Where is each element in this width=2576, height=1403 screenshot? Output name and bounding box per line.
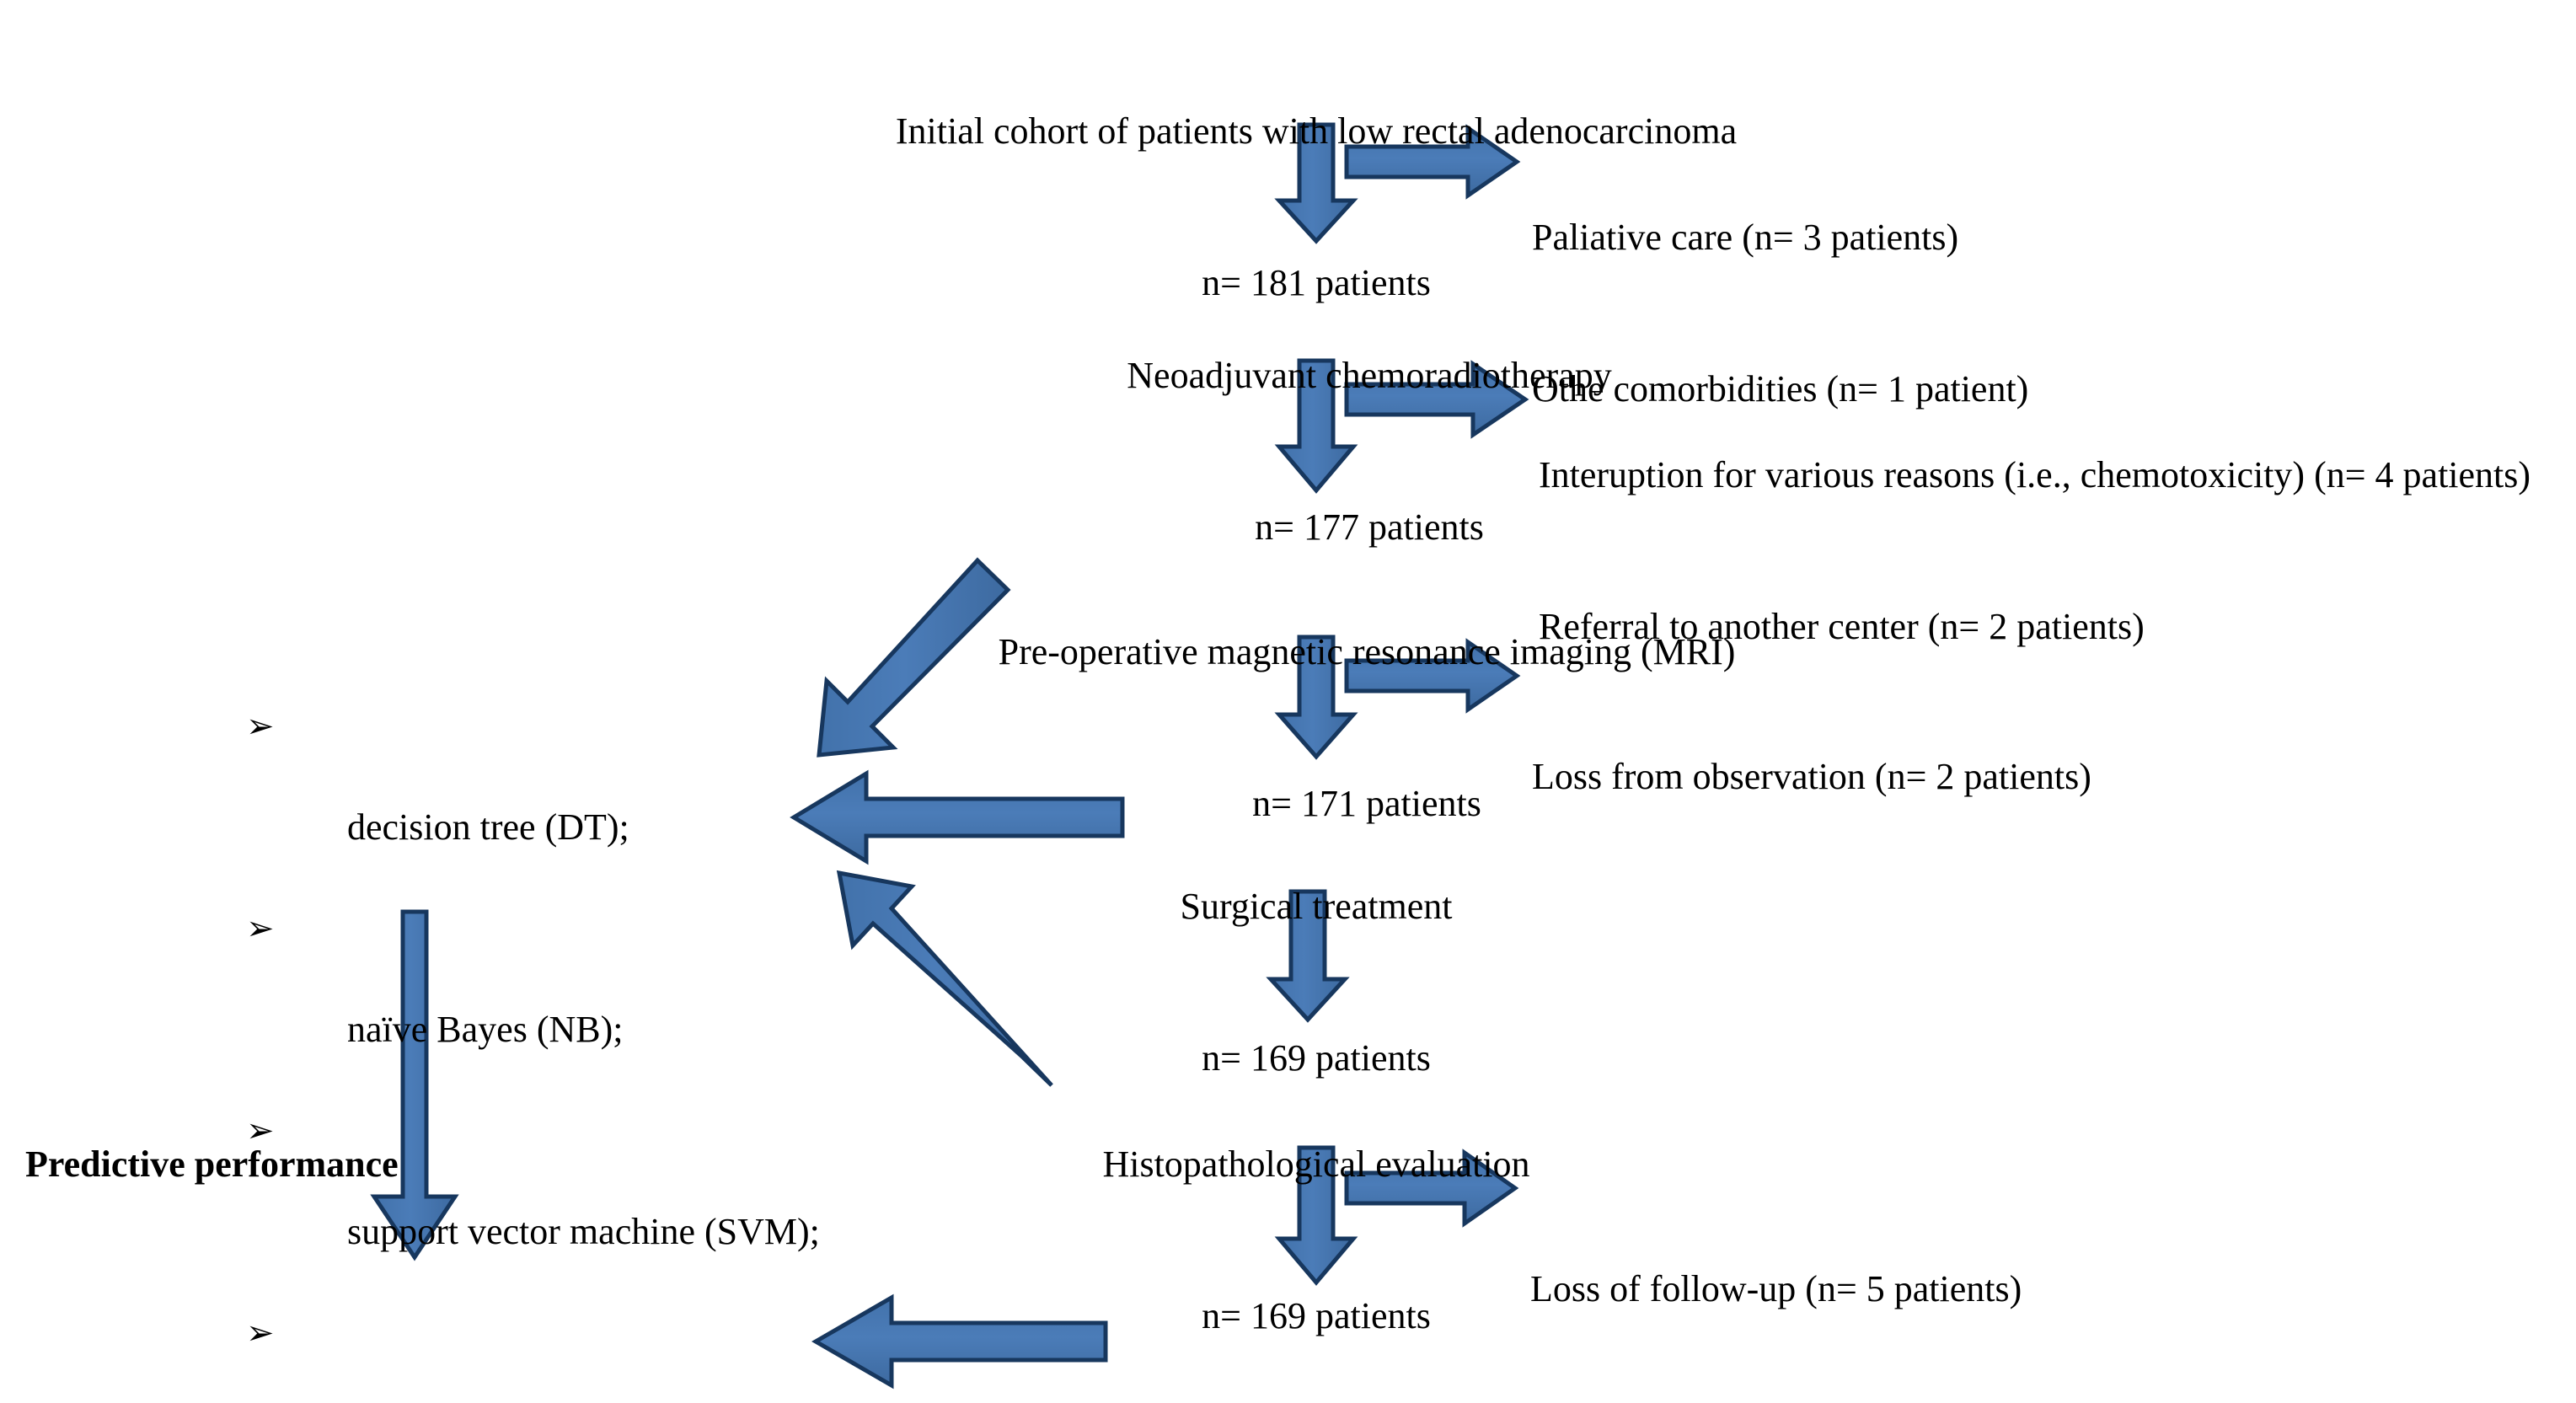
list-item: ➢ naïve Bayes (NB); — [246, 903, 820, 1106]
ml-model-label: support vector machine (SVM); — [347, 1211, 820, 1252]
node-surgical-treatment-line1: Surgical treatment — [1180, 886, 1453, 927]
exclusion-after-neoadjuvant-line2: Referral to another center (n= 2 patient… — [1539, 606, 2145, 647]
list-item: ➢ decision tree (DT); — [246, 701, 820, 903]
exclusion-after-histopathological: Loss of follow-up (n= 5 patients) — [1530, 1163, 2022, 1403]
node-followup-line1: Follow-up — [1202, 1392, 1431, 1403]
arrowhead-bullet-icon: ➢ — [246, 1314, 275, 1352]
exclusion-after-mri-line1: Loss from observation (n= 2 patients) — [1532, 756, 2091, 797]
node-neoadjuvant-count: n= 177 patients — [1255, 506, 1484, 548]
arrow-diagonal-mri-to-models — [817, 557, 1011, 758]
node-initial-cohort-count: n= 181 patients — [1202, 262, 1431, 303]
node-mri-line1: Pre-operative magnetic resonance imaging… — [998, 631, 1736, 672]
node-surgical-treatment: Surgical treatment n= 169 patients — [1181, 780, 1453, 1185]
exclusion-after-mri: Loss from observation (n= 2 patients) — [1532, 651, 2091, 903]
ml-model-list: ➢ decision tree (DT); ➢ naïve Bayes (NB)… — [246, 701, 820, 1403]
exclusion-after-initial-line2: Othe comorbidities (n= 1 patient) — [1532, 368, 2029, 410]
ml-model-label: decision tree (DT); — [347, 806, 629, 848]
arrowhead-bullet-icon: ➢ — [246, 707, 275, 745]
node-followup: Follow-up n= 164 patients — [1202, 1291, 1431, 1403]
predictive-performance-label: Predictive performance — [25, 1143, 399, 1185]
node-mri-count: n= 171 patients — [1252, 783, 1481, 824]
node-surgical-treatment-count: n= 169 patients — [1202, 1037, 1431, 1079]
node-histopathological-evaluation: Histopathological evaluation n= 169 pati… — [1102, 1038, 1529, 1403]
node-initial-cohort: Initial cohort of patients with low rect… — [896, 5, 1737, 410]
arrowhead-bullet-icon: ➢ — [246, 909, 275, 947]
arrow-left-followup-to-risk — [811, 1293, 1108, 1390]
node-neoadjuvant: Neoadjuvant chemoradiotherapy n= 177 pat… — [1127, 249, 1611, 654]
exclusion-after-neoadjuvant: Interuption for various reasons (i.e., c… — [1539, 349, 2530, 753]
node-risk-outcome: Risk of recurrence or distant metastasis — [180, 1316, 764, 1403]
list-item: ➢ random forest (RF); — [246, 1308, 820, 1403]
node-initial-cohort-line1: Initial cohort of patients with low rect… — [895, 110, 1738, 152]
list-item: ➢ support vector machine (SVM); — [246, 1106, 820, 1308]
exclusion-after-initial-line1: Paliative care (n= 3 patients) — [1532, 217, 1959, 258]
node-histopathological-line1: Histopathological evaluation — [1102, 1143, 1530, 1185]
node-neoadjuvant-line1: Neoadjuvant chemoradiotherapy — [1127, 355, 1612, 396]
exclusion-after-histopathological-line1: Loss of follow-up (n= 5 patients) — [1530, 1268, 2022, 1309]
arrowhead-bullet-icon: ➢ — [246, 1111, 275, 1149]
exclusion-after-neoadjuvant-line1: Interuption for various reasons (i.e., c… — [1539, 454, 2531, 495]
node-histopathological-count: n= 169 patients — [1202, 1295, 1431, 1336]
node-mri: Pre-operative magnetic resonance imaging… — [999, 526, 1736, 930]
ml-model-label: naïve Bayes (NB); — [347, 1009, 624, 1050]
exclusion-after-initial: Paliative care (n= 3 patients) Othe como… — [1532, 111, 2028, 516]
